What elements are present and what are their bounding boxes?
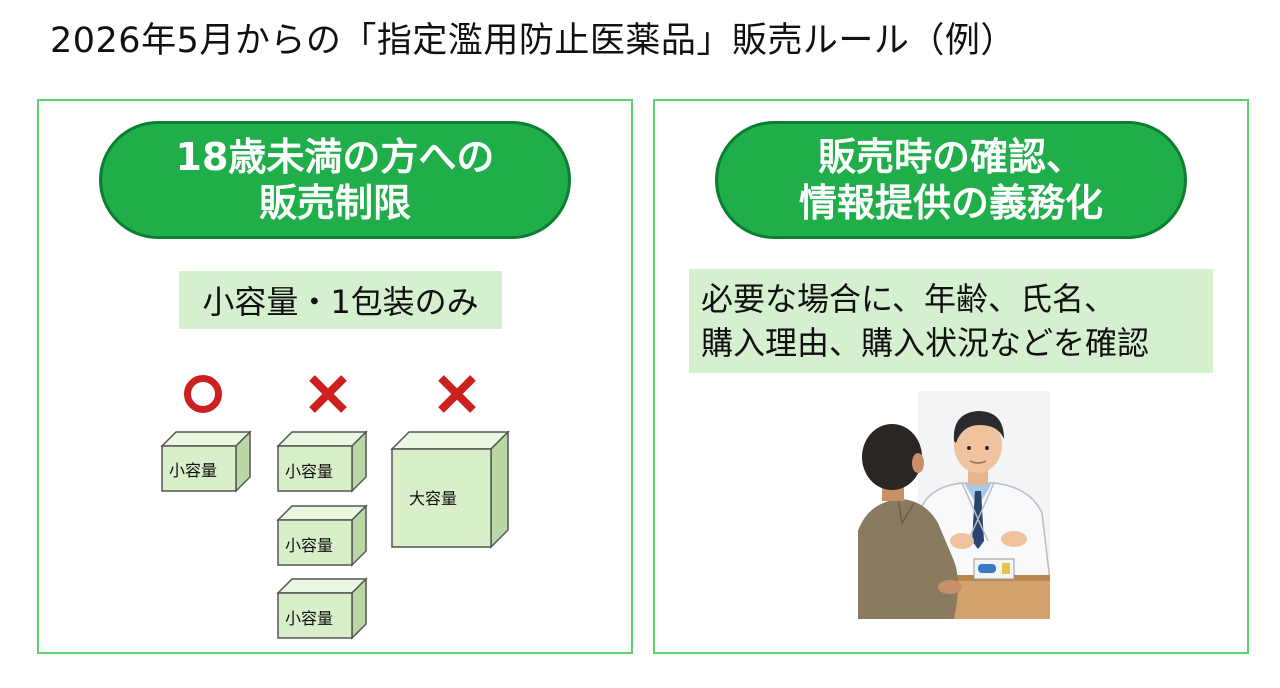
circle-icon [182, 373, 224, 415]
heading-line-1: 販売時の確認、 [817, 135, 1084, 179]
large-package-box: 大容量 [390, 430, 510, 549]
small-package-only-note: 小容量・1包装のみ [179, 271, 502, 329]
verification-line-1: 必要な場合に、年齢、氏名、 [701, 280, 1117, 318]
verification-line-2: 購入理由、購入状況などを確認 [701, 324, 1150, 362]
small-package-box: 小容量 [276, 577, 368, 640]
heading-line-2: 情報提供の義務化 [798, 181, 1103, 225]
sales-verification-heading: 販売時の確認、 情報提供の義務化 [715, 121, 1187, 239]
age-restriction-heading: 18歳未満の方への 販売制限 [99, 121, 571, 239]
cross-icon [436, 373, 478, 415]
heading-line-2: 販売制限 [258, 181, 411, 225]
small-package-box: 小容量 [276, 504, 368, 567]
verification-details-note: 必要な場合に、年齢、氏名、 購入理由、購入状況などを確認 [689, 269, 1213, 373]
small-package-box: 小容量 [276, 430, 368, 493]
sales-verification-panel: 販売時の確認、 情報提供の義務化 必要な場合に、年齢、氏名、 購入理由、購入状況… [653, 99, 1249, 654]
pharmacist-consultation-illustration [858, 391, 1051, 619]
cross-icon [307, 373, 349, 415]
heading-line-1: 18歳未満の方への [175, 135, 495, 179]
small-package-box: 小容量 [160, 430, 252, 493]
age-restriction-panel: 18歳未満の方への 販売制限 小容量・1包装のみ 小容量 小容量 [37, 99, 633, 654]
page-title: 2026年5月からの「指定濫用防止医薬品」販売ルール（例） [50, 21, 1016, 61]
